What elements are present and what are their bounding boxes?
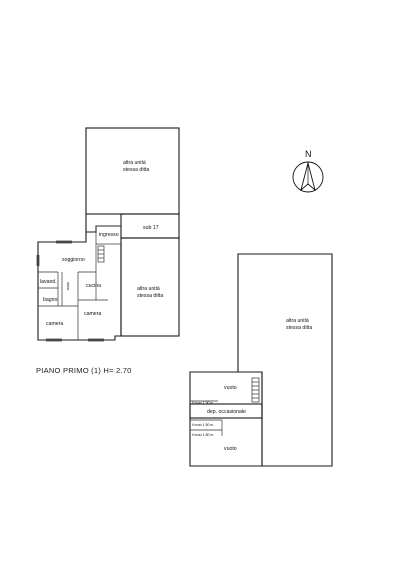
plan-caption: PIANO PRIMO (1) H= 2.70 <box>36 366 132 375</box>
label-right-room-2: stessa ditta <box>137 293 163 299</box>
label-soggiorno: soggiorno <box>62 257 85 263</box>
label-vuoto-top: vuoto <box>224 385 237 391</box>
label-right-room-1: altra unità <box>137 286 160 292</box>
room-dep-occasionale <box>189 403 263 419</box>
north-compass: N <box>292 149 324 193</box>
label-sub17: sub 17 <box>143 225 159 231</box>
label-cucina: cucina <box>86 283 101 289</box>
label-hmax-bottom: H.max 1.80 m. <box>192 433 214 437</box>
lower-complex-outline <box>189 371 263 467</box>
label-hmax-mid: H.max 1.50 m. <box>192 423 214 427</box>
label-camera-left: camera <box>46 321 63 327</box>
apartment-outline <box>37 214 122 341</box>
label-dep-occasionale: dep. occasionale <box>207 409 246 415</box>
label-main-room-2: stessa ditta <box>286 325 312 331</box>
right-building: altra unità stessa ditta vuoto dep. occa… <box>189 253 333 467</box>
window-marks <box>36 240 104 342</box>
north-letter: N <box>305 149 312 159</box>
label-main-room-1: altra unità <box>286 318 309 324</box>
room-ingresso <box>95 225 122 245</box>
stairs-right <box>251 377 260 403</box>
label-disim: disim. <box>66 282 70 291</box>
label-bagno: bagno <box>43 297 58 303</box>
label-ingresso: ingresso <box>99 232 119 238</box>
left-building: altra unità stessa ditta sub 17 altra un… <box>36 127 180 342</box>
stairs-left <box>97 245 105 263</box>
label-camera-right: camera <box>84 311 101 317</box>
label-top-room-1: altra unità <box>123 160 146 166</box>
room-main-altra-unita <box>237 253 333 467</box>
label-top-room-2: stessa ditta <box>123 167 149 173</box>
label-hmax-top: H.max 1.90 m. <box>192 401 214 405</box>
label-lavand: lavand. <box>40 279 57 285</box>
label-vuoto-bottom: vuoto <box>224 446 237 452</box>
